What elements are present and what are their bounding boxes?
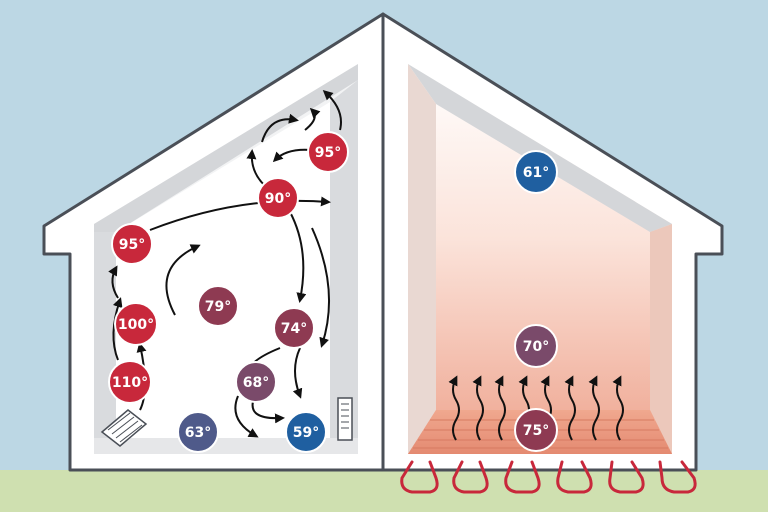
right-left-wall-shade: [408, 64, 436, 454]
temp-label: 79°: [205, 299, 231, 315]
temp-circle-middle-70: 70°: [514, 324, 558, 368]
temp-circle-floor-59: 59°: [285, 411, 327, 453]
temp-label: 100°: [118, 317, 154, 333]
temp-label: 63°: [185, 425, 211, 441]
temp-label: 110°: [112, 375, 148, 391]
temp-label: 95°: [315, 145, 341, 161]
temp-circle-left-95: 95°: [111, 223, 153, 265]
temp-circle-upper-90: 90°: [257, 177, 299, 219]
temp-label: 75°: [523, 423, 549, 439]
temp-circle-ceiling-61: 61°: [514, 150, 558, 194]
right-house: 61° 70° 75°: [381, 12, 724, 472]
temp-label: 70°: [523, 339, 549, 355]
temp-label: 90°: [265, 191, 291, 207]
temp-circle-middle-79: 79°: [197, 285, 239, 327]
right-house-interior: [408, 64, 672, 454]
temp-label: 95°: [119, 237, 145, 253]
left-right-wall-shade: [330, 80, 358, 454]
ground: [0, 470, 768, 512]
right-ceiling-shade: [408, 64, 672, 232]
floor-vent-icon: [100, 409, 148, 447]
temp-label: 74°: [281, 321, 307, 337]
temp-circle-left-100: 100°: [114, 302, 158, 346]
temp-circle-floor-75: 75°: [514, 408, 558, 452]
temp-circle-lower-68: 68°: [235, 361, 277, 403]
wall-register-icon: [337, 397, 353, 441]
temp-circle-vent-110: 110°: [108, 360, 152, 404]
temp-label: 59°: [293, 425, 319, 441]
left-side-wall-shade: [94, 232, 116, 454]
airflow-arrow-icon: [108, 89, 342, 438]
radiant-pipe-icon: [400, 460, 697, 494]
temp-label: 61°: [523, 165, 549, 181]
left-ceiling-shade: [94, 64, 358, 232]
temp-circle-floor-63: 63°: [177, 411, 219, 453]
right-right-wall-shade: [650, 224, 672, 454]
temp-circle-right-74: 74°: [273, 307, 315, 349]
temp-label: 68°: [243, 375, 269, 391]
temp-circle-attic-95: 95°: [307, 131, 349, 173]
